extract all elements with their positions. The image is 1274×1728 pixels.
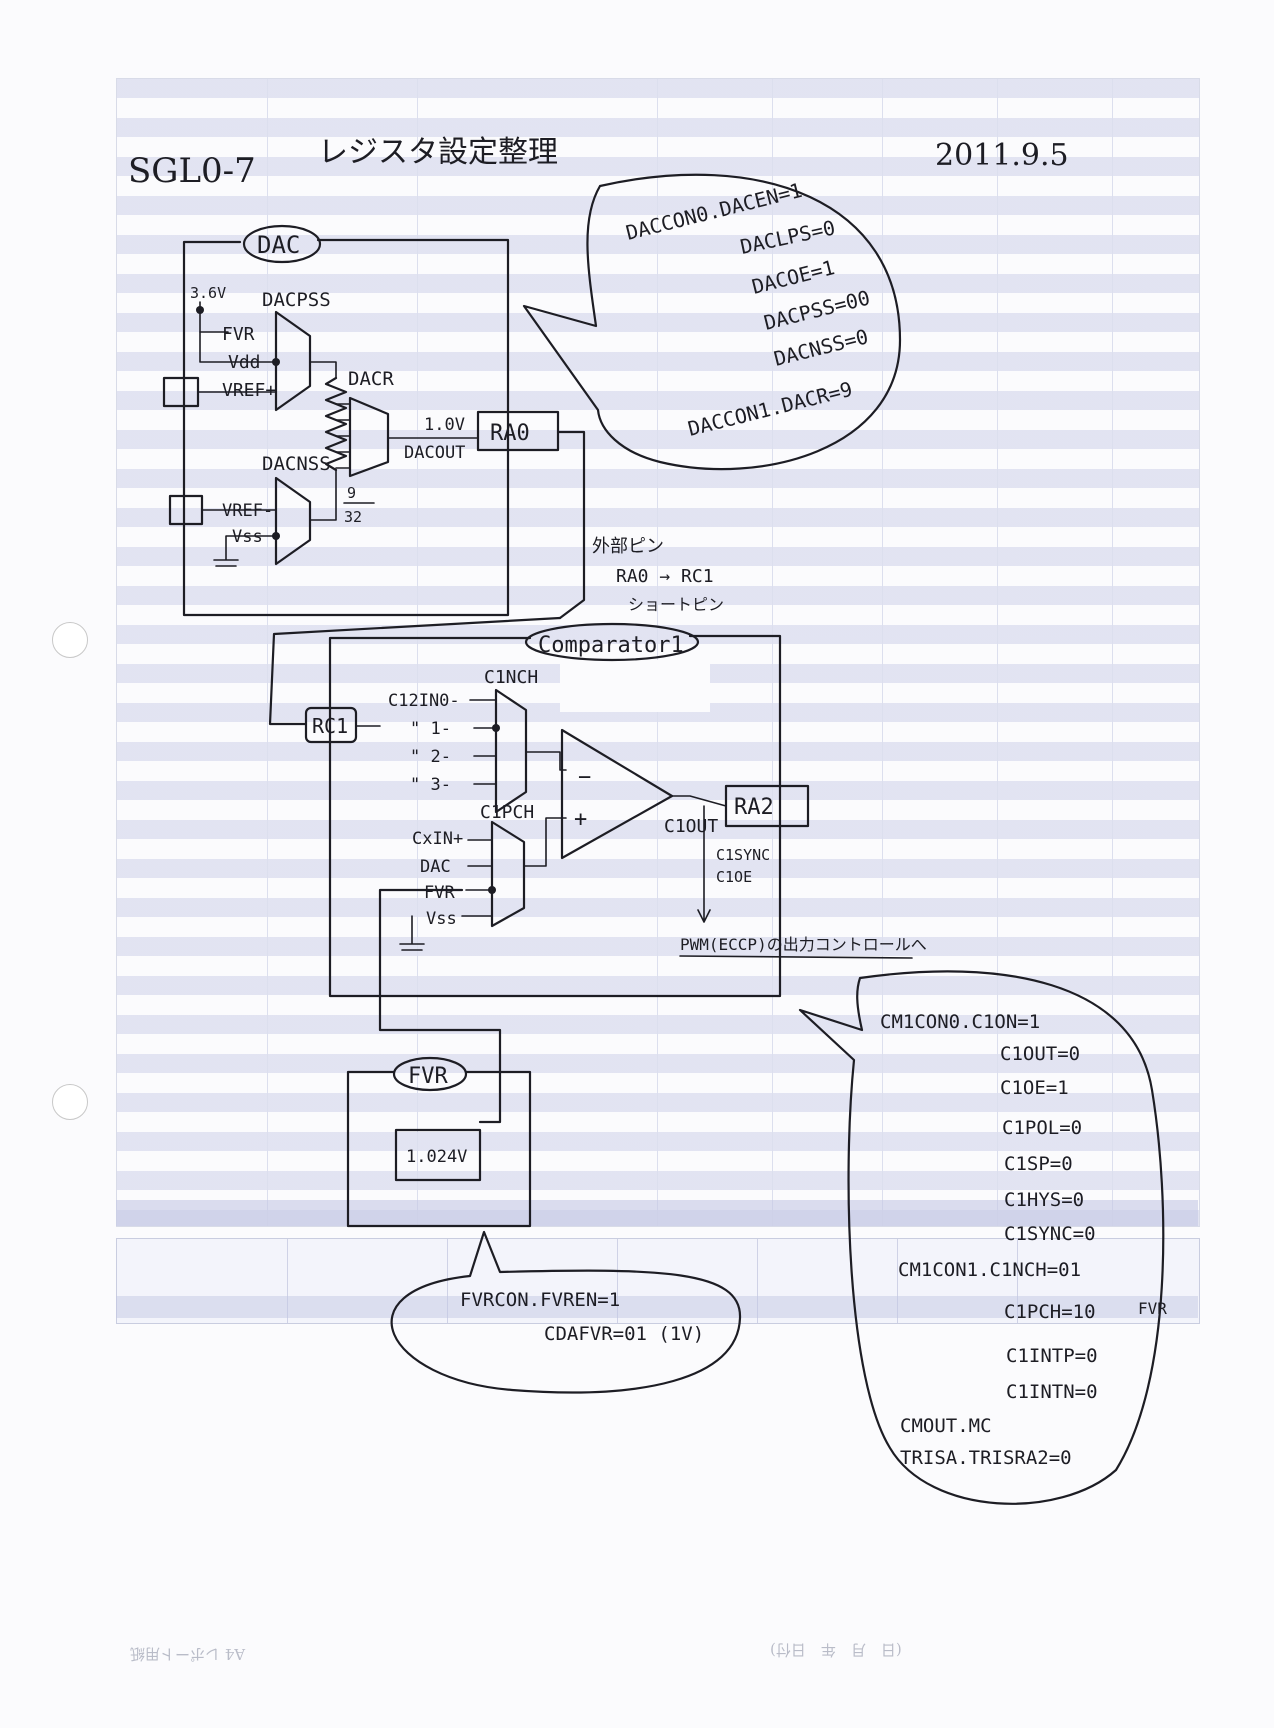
comparator-n-in-2: " 2- <box>410 747 451 767</box>
comparator-output-pin: RA2 <box>734 795 774 820</box>
cmp-setting-3: C1POL=0 <box>1002 1117 1082 1139</box>
dac-setting-1: DACLPS=0 <box>738 215 837 259</box>
cmp-setting-2: C1OE=1 <box>1000 1077 1069 1099</box>
comparator-n-in-3: " 3- <box>410 775 451 795</box>
bleed-through-text: (日 月 年 日付) <box>770 1641 902 1659</box>
cmp-setting-5: C1HYS=0 <box>1004 1189 1084 1211</box>
punch-hole <box>52 1084 88 1120</box>
dac-pss-mux: DACPSS <box>262 289 331 311</box>
comparator-sync: C1SYNC <box>716 846 770 864</box>
external-note-2: ショートピン <box>628 595 724 614</box>
dac-supply: 3.6V <box>190 284 226 302</box>
cmp-setting-11: CMOUT.MC <box>900 1415 992 1437</box>
fvr-settings-bubble: FVRCON.FVREN=1 CDAFVR=01 (1V) <box>390 1230 742 1394</box>
dac-nss-in-0: VREF- <box>222 501 273 521</box>
comparator-input-pin: RC1 <box>312 714 348 738</box>
dac-pss-in-2: VREF+ <box>222 380 276 401</box>
page-date: 2011.9.5 <box>935 138 1069 173</box>
comparator-p-in-1: DAC <box>420 857 451 877</box>
comparator-minus: − <box>578 765 591 790</box>
cmp-setting-4: C1SP=0 <box>1004 1153 1073 1175</box>
comparator-settings-bubble: CM1CON0.C1ON=1 C1OUT=0 C1OE=1 C1POL=0 C1… <box>798 970 1167 1505</box>
cmp-setting-9: C1INTP=0 <box>1006 1345 1098 1367</box>
cmp-setting-6: C1SYNC=0 <box>1004 1223 1096 1245</box>
dac-setting-2: DACOE=1 <box>749 255 837 299</box>
cmp-setting-1: C1OUT=0 <box>1000 1043 1080 1065</box>
dac-output-pin: RA0 <box>490 421 530 446</box>
ruled-lines <box>116 78 1200 1227</box>
comparator-oe: C1OE <box>716 868 752 886</box>
comparator-block: Comparator1 RC1 C1NCH C12IN0- " 1- " 2- … <box>268 616 927 1124</box>
dac-nss-in-1: Vss <box>232 527 263 547</box>
comparator-p-mux: C1PCH <box>480 802 534 823</box>
cmp-setting-12: TRISA.TRISRA2=0 <box>900 1447 1072 1469</box>
comparator-pwm-note: PWM(ECCP)の出力コントロールへ <box>680 935 927 954</box>
page-title: レジスタ設定整理 <box>318 135 558 170</box>
doc-id: SGL0-7 <box>128 151 256 191</box>
footer-strip <box>116 1200 1198 1226</box>
fvr-voltage: 1.024V <box>406 1147 467 1167</box>
comparator-p-in-0: CxIN+ <box>412 829 463 849</box>
cmp-setting-8: C1PCH=10 <box>1004 1301 1096 1323</box>
footer-strip-lower <box>116 1296 1198 1318</box>
comparator-label: Comparator1 <box>538 633 684 658</box>
dac-label: DAC <box>257 231 300 259</box>
cmp-setting-10: C1INTN=0 <box>1006 1381 1098 1403</box>
fvr-block: FVR 1.024V <box>346 1056 532 1228</box>
fvr-setting-1: CDAFVR=01 (1V) <box>544 1323 704 1345</box>
dac-ratio-den: 32 <box>344 508 362 526</box>
dac-settings-bubble: DACCON0.DACEN=1 DACLPS=0 DACOE=1 DACPSS=… <box>522 173 902 471</box>
fvr-label: FVR <box>408 1064 448 1089</box>
dac-ratio-num: 9 <box>347 484 356 502</box>
punch-hole <box>52 622 88 658</box>
cmp-setting-7: CM1CON1.C1NCH=01 <box>898 1259 1081 1281</box>
fvr-setting-0: FVRCON.FVREN=1 <box>460 1289 620 1311</box>
comparator-n-in-1: " 1- <box>410 719 451 739</box>
dac-ladder: DACR <box>348 368 394 390</box>
bleed-through-text: A4 レポート用紙 <box>130 1645 246 1663</box>
comparator-p-in-2: FVR <box>424 883 455 903</box>
external-note-0: 外部ピン <box>592 536 664 557</box>
external-note-1: RA0 → RC1 <box>616 566 714 587</box>
comparator-output-signal: C1OUT <box>664 816 718 837</box>
dac-setting-4: DACNSS=0 <box>771 324 870 371</box>
dac-output-voltage: 1.0V <box>424 415 465 435</box>
comparator-plus: + <box>574 807 587 832</box>
dac-block: DAC 3.6V DACPSS FVR Vdd VREF+ DACR 1.0V … <box>162 224 586 620</box>
cmp-setting-0: CM1CON0.C1ON=1 <box>880 1011 1040 1033</box>
dac-setting-5: DACCON1.DACR=9 <box>685 377 854 441</box>
dac-pss-in-0: FVR <box>222 324 255 345</box>
dac-output-signal: DACOUT <box>404 443 465 463</box>
comparator-n-in-0: C12IN0- <box>388 691 460 711</box>
external-pin-note: 外部ピン RA0 → RC1 ショートピン <box>592 536 724 614</box>
dac-nss-mux: DACNSS <box>262 453 331 475</box>
cmp-c1pch-tag: FVR <box>1138 1299 1167 1318</box>
comparator-p-in-3: Vss <box>426 909 457 929</box>
comparator-n-mux: C1NCH <box>484 667 538 688</box>
